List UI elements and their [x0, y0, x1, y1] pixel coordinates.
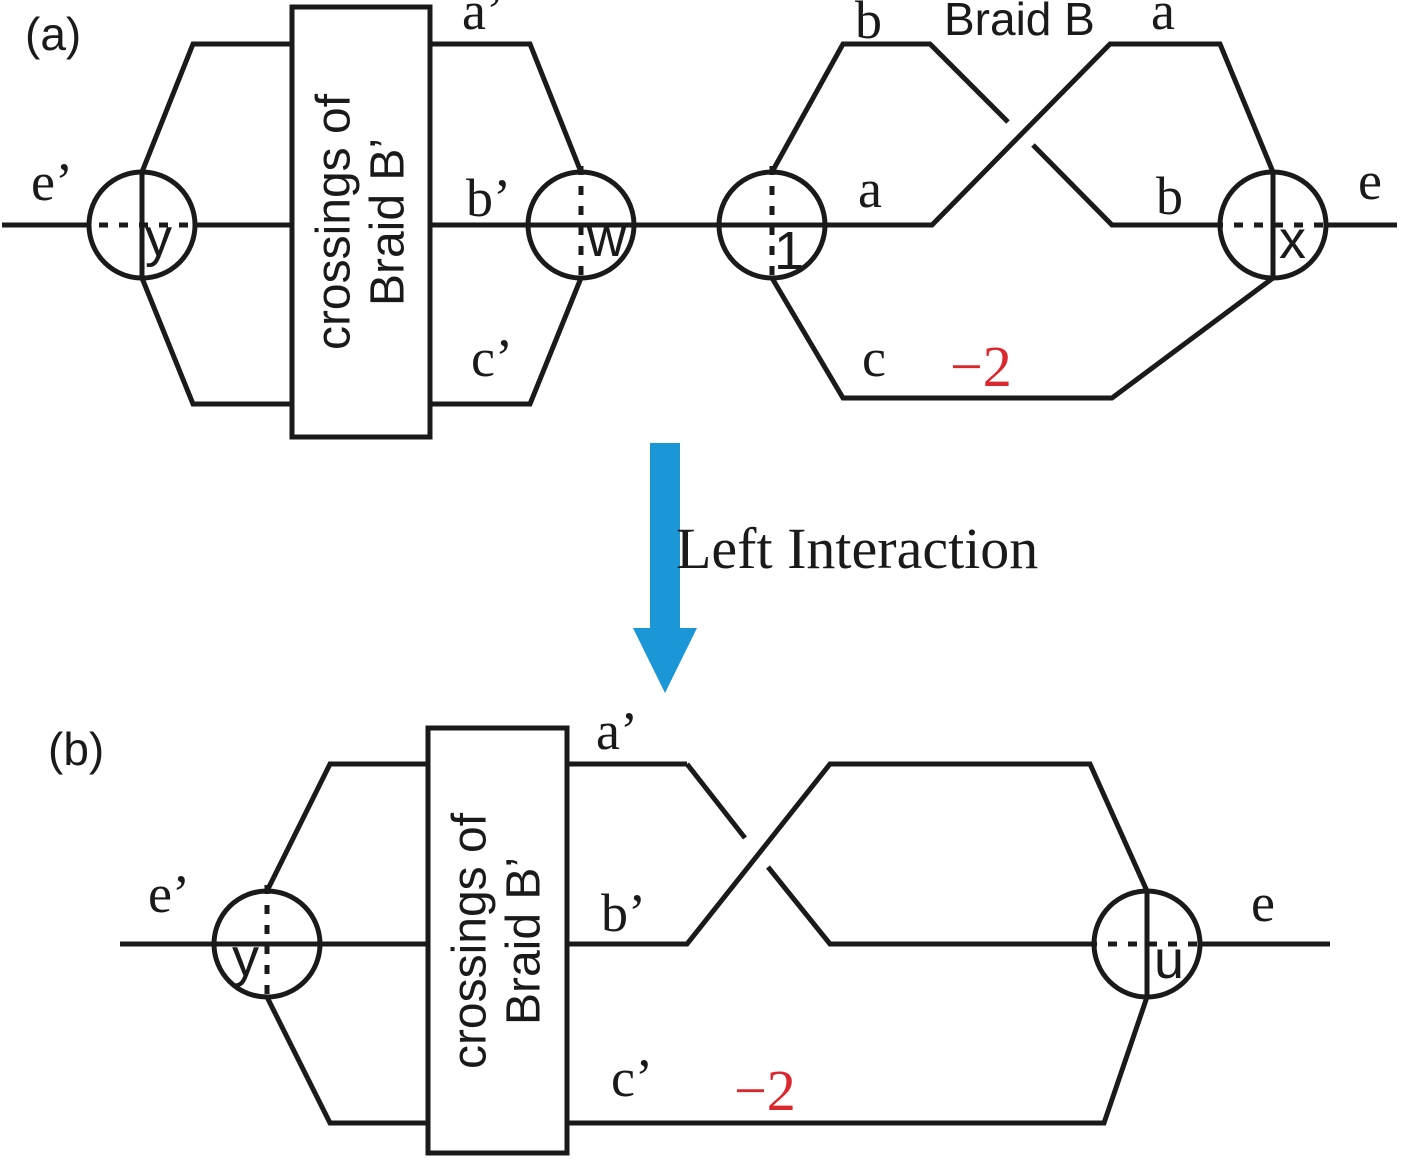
- braid-b-title: Braid B: [944, 0, 1095, 45]
- writhe-label-b: −2: [734, 1058, 796, 1123]
- strand-c-bottom-b: [264, 995, 1150, 1126]
- label-b-right-a: b: [1156, 166, 1183, 226]
- label-b-prime-a: b’: [466, 168, 511, 228]
- node-label-y-b: y: [232, 928, 259, 988]
- node-label-w-a: w: [587, 208, 626, 268]
- strand-a-over-through-x-a: [825, 41, 1276, 278]
- node-label-1-a: 1: [774, 221, 805, 281]
- left-interaction-caption: Left Interaction: [676, 516, 1039, 581]
- strand-c-bottom-a: [769, 275, 1275, 401]
- label-e-a: e: [1358, 151, 1382, 211]
- node-label-y-a: y: [145, 208, 172, 268]
- strand-b-under-first-a: [769, 41, 1010, 174]
- node-label-x-a: x: [1279, 210, 1306, 270]
- braid-box-line2-a: Braid B’: [361, 137, 414, 307]
- strand-b-under-second-a: [1031, 143, 1220, 228]
- strand-a-prime-a: [430, 41, 584, 173]
- braid-box-text-b: crossings of Braid B’: [443, 813, 551, 1069]
- label-b-prime-b: b’: [601, 883, 646, 943]
- writhe-label-a: −2: [950, 334, 1012, 399]
- panel-b-tag: (b): [48, 723, 105, 775]
- label-a-prime-a: a’: [462, 0, 504, 41]
- braid-box-line1-a: crossings of: [307, 93, 361, 351]
- braid-box-text-a: crossings of Braid B’: [307, 94, 415, 350]
- braid-box-line1-b: crossings of: [443, 812, 497, 1070]
- label-e-b: e: [1251, 873, 1275, 933]
- label-c-prime-a: c’: [471, 328, 513, 388]
- braid-box-b: [425, 725, 570, 1156]
- node-label-u-b: u: [1154, 930, 1185, 990]
- braid-box-line2-b: Braid B’: [497, 856, 550, 1026]
- strand-c-prime-a: [430, 277, 584, 407]
- panel-a-tag: (a): [25, 8, 82, 60]
- strand-over-through-u-b: [567, 761, 1150, 997]
- braid-box-a: [289, 4, 433, 440]
- label-e-prime-a: e’: [31, 152, 73, 212]
- label-a-prime-b: a’: [596, 701, 638, 761]
- label-a-mid-a: a: [858, 159, 882, 219]
- label-b-top-a: b: [855, 0, 882, 50]
- strand-under-second-b: [766, 865, 1094, 947]
- label-c-prime-b: c’: [611, 1048, 653, 1108]
- label-a-right-a: a: [1151, 0, 1175, 41]
- strand-under-first-b: [685, 762, 747, 840]
- label-c-bottom-a: c: [862, 328, 886, 388]
- down-arrow-icon: [633, 443, 697, 693]
- label-e-prime-b: e’: [148, 864, 190, 924]
